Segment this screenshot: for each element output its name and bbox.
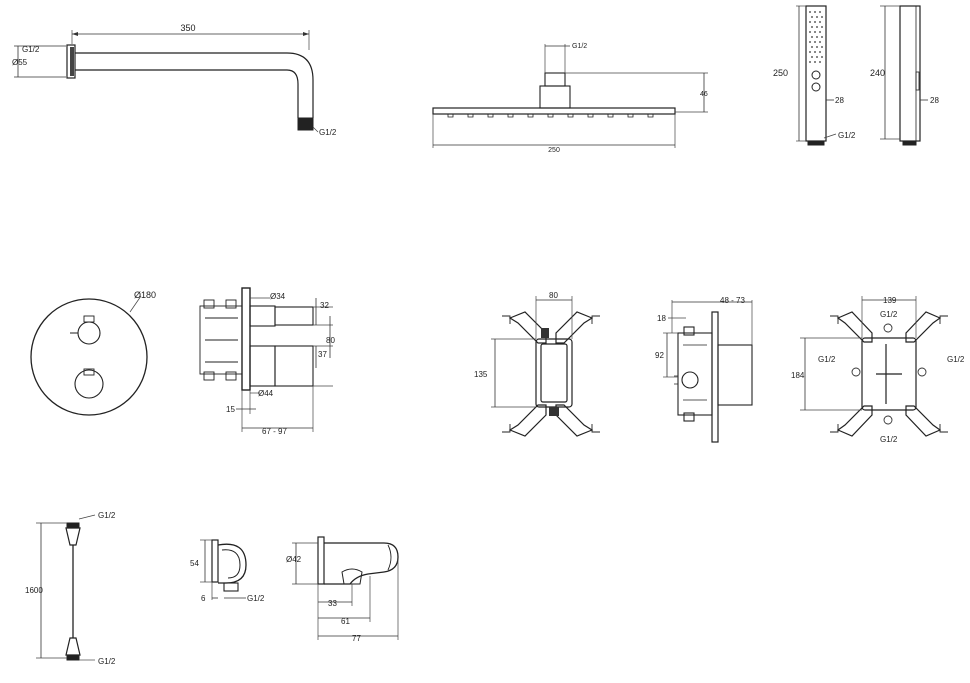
hand-shower-side-drawing: 240 28 bbox=[870, 5, 939, 146]
valve-d44-label: Ø44 bbox=[258, 389, 274, 398]
mounting-box-front-drawing: 80 135 bbox=[474, 291, 600, 437]
box-side-d18-label: 18 bbox=[657, 314, 666, 323]
box-front-height-label: 135 bbox=[474, 370, 488, 379]
valve-d34-label: Ø34 bbox=[270, 292, 286, 301]
thermostat-plate-drawing: Ø180 bbox=[30, 290, 156, 416]
elbow-d6-label: 6 bbox=[201, 594, 206, 603]
hose-length-label: 1600 bbox=[25, 586, 43, 595]
box-back-width-label: 139 bbox=[883, 296, 897, 305]
valve-d32-label: 32 bbox=[320, 301, 329, 310]
hand-front-height-label: 250 bbox=[773, 68, 788, 78]
valve-side-drawing: Ø34 32 80 37 Ø44 15 67 - 97 bbox=[199, 287, 335, 436]
hand-front-thread-label: G1/2 bbox=[838, 131, 856, 140]
box-back-g-right-label: G1/2 bbox=[947, 355, 965, 364]
elbow-thread-label: G1/2 bbox=[247, 594, 265, 603]
arm-thread-bottom-label: G1/2 bbox=[319, 128, 337, 137]
box-back-height-label: 184 bbox=[791, 371, 805, 380]
valve-depth-label: 67 - 97 bbox=[262, 427, 287, 436]
elbow-height-label: 54 bbox=[190, 559, 199, 568]
hose-thread-top-label: G1/2 bbox=[98, 511, 116, 520]
valve-d37-label: 37 bbox=[318, 350, 327, 359]
arm-length-label: 350 bbox=[180, 23, 195, 33]
hand-side-width-label: 28 bbox=[930, 96, 939, 105]
hose-drawing: 1600 G1/2 G1/2 bbox=[25, 511, 116, 666]
shower-head-drawing: G1/2 46 250 bbox=[432, 43, 708, 154]
mounting-box-back-drawing: 139 G1/2 184 G1/2 G1/2 G1/2 bbox=[791, 296, 965, 444]
box-front-width-label: 80 bbox=[549, 291, 558, 300]
holder-drawing: Ø42 33 61 77 bbox=[286, 536, 399, 643]
hand-shower-front-drawing: 250 28 G1/2 bbox=[773, 5, 856, 146]
arm-thread-top-label: G1/2 bbox=[22, 45, 40, 54]
box-back-g-left-label: G1/2 bbox=[818, 355, 836, 364]
wall-elbow-drawing: 54 6 G1/2 bbox=[190, 539, 265, 603]
head-height-label: 46 bbox=[700, 91, 708, 98]
head-thread-label: G1/2 bbox=[572, 43, 587, 50]
holder-d61-label: 61 bbox=[341, 617, 350, 626]
box-back-g-bottom-label: G1/2 bbox=[880, 435, 898, 444]
valve-d15-label: 15 bbox=[226, 405, 235, 414]
holder-diameter-label: Ø42 bbox=[286, 555, 302, 564]
arm-diameter-label: Ø55 bbox=[12, 58, 28, 67]
box-back-g-top-label: G1/2 bbox=[880, 310, 898, 319]
head-width-label: 250 bbox=[548, 147, 560, 154]
hose-thread-bottom-label: G1/2 bbox=[98, 657, 116, 666]
valve-d80-label: 80 bbox=[326, 336, 335, 345]
plate-diameter-label: Ø180 bbox=[134, 290, 156, 300]
box-side-depth-label: 48 - 73 bbox=[720, 296, 745, 305]
shower-arm-drawing: 350 G1/2 Ø55 G1/2 bbox=[12, 23, 337, 137]
box-side-d92-label: 92 bbox=[655, 351, 664, 360]
hand-side-height-label: 240 bbox=[870, 68, 885, 78]
mounting-box-side-drawing: 48 - 73 18 92 bbox=[655, 296, 753, 443]
holder-d77-label: 77 bbox=[352, 634, 361, 643]
holder-d33-label: 33 bbox=[328, 599, 337, 608]
hand-front-width-label: 28 bbox=[835, 96, 844, 105]
